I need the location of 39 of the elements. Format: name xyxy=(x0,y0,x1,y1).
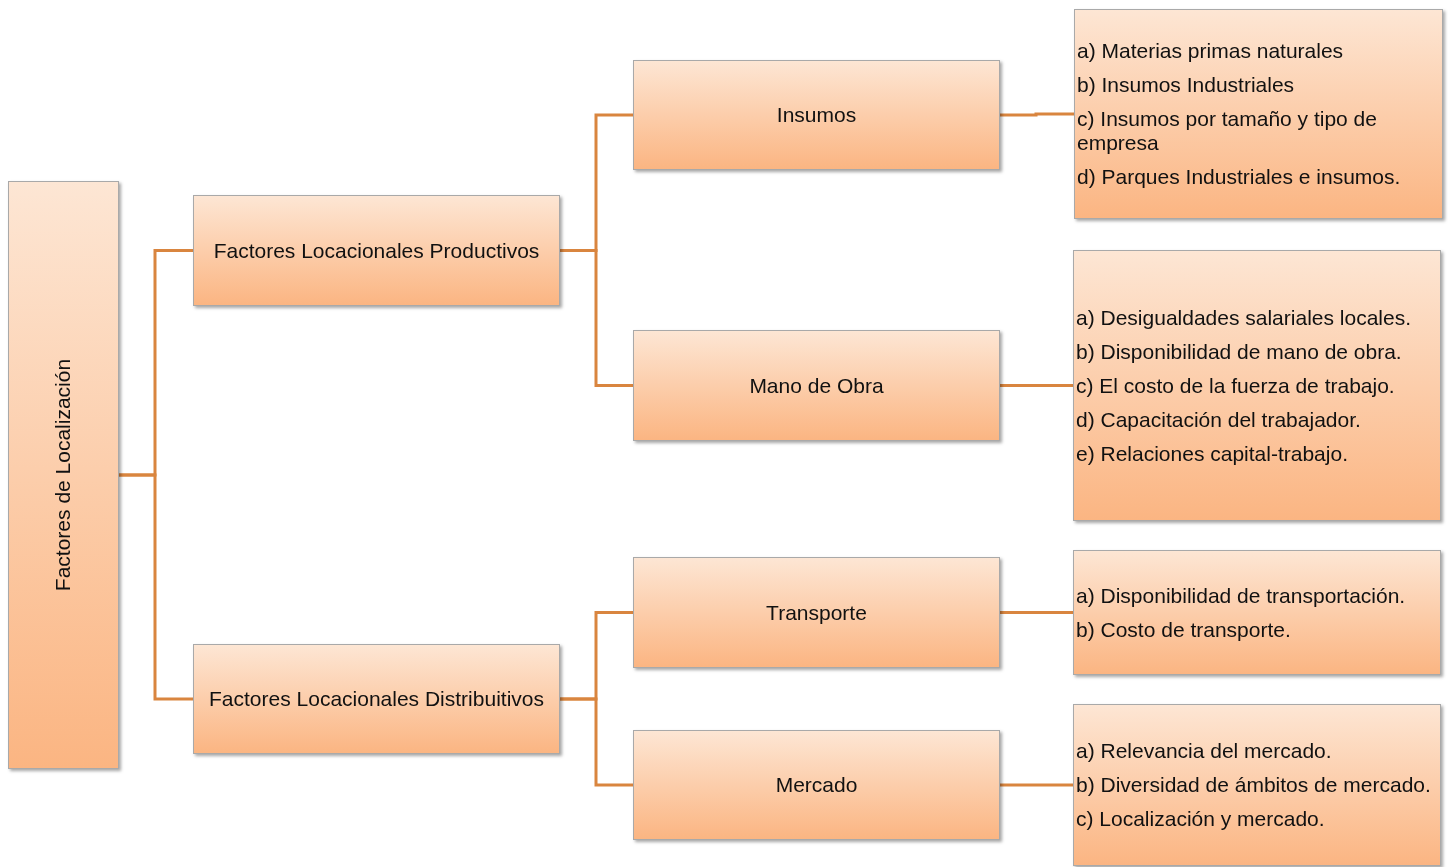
category-box xyxy=(193,644,560,754)
list-item: c) Insumos por tamaño y tipo de empresa xyxy=(1077,107,1378,155)
box-label: Factores Locacionales Productivos xyxy=(213,238,540,263)
list-item: d) Capacitación del trabajador. xyxy=(1076,407,1362,432)
list-item: b) Disponibilidad de mano de obra. xyxy=(1076,339,1403,364)
box-label: Factores de Localización xyxy=(51,358,76,592)
category-box xyxy=(633,330,1000,441)
list-box xyxy=(1073,250,1441,521)
box-label: Transporte xyxy=(766,600,867,625)
list-item: a) Materias primas naturales xyxy=(1077,39,1345,63)
connector-line xyxy=(1000,611,1073,614)
list-box xyxy=(1073,550,1441,675)
connector-line xyxy=(1000,112,1074,117)
list-item: a) Desigualdades salariales locales. xyxy=(1076,305,1412,330)
connector-line xyxy=(560,249,633,387)
list-item: b) Costo de transporte. xyxy=(1076,617,1292,642)
connector-line xyxy=(560,697,633,787)
connector-line xyxy=(1000,384,1073,387)
list-box xyxy=(1074,9,1443,219)
list-item: c) Localización y mercado. xyxy=(1076,807,1326,831)
list-item: a) Disponibilidad de transportación. xyxy=(1076,583,1407,608)
list-item: b) Insumos Industriales xyxy=(1077,73,1296,97)
list-item: b) Diversidad de ámbitos de mercado. xyxy=(1076,773,1432,797)
list-item: c) El costo de la fuerza de trabajo. xyxy=(1076,373,1396,398)
category-box xyxy=(633,60,1000,170)
box-label: Insumos xyxy=(776,103,857,127)
box-label: Mercado xyxy=(775,773,858,797)
category-box xyxy=(633,557,1000,668)
list-item: e) Relaciones capital-trabajo. xyxy=(1076,441,1349,466)
box-label: Mano de Obra xyxy=(749,373,884,398)
connector-line xyxy=(1000,783,1073,787)
connector-line xyxy=(119,473,193,701)
list-box xyxy=(1073,704,1441,866)
category-box xyxy=(633,730,1000,840)
category-box xyxy=(193,195,560,306)
list-item: a) Relevancia del mercado. xyxy=(1076,739,1333,763)
box-label: Factores Locacionales Distribuitivos xyxy=(209,687,544,711)
list-item: d) Parques Industriales e insumos. xyxy=(1077,165,1402,189)
category-box xyxy=(8,181,119,769)
